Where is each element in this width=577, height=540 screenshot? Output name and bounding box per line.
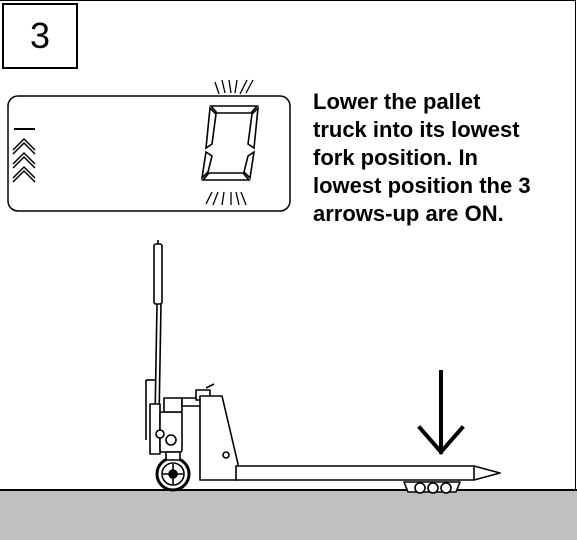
steering-wheel	[155, 451, 191, 492]
down-arrow-icon	[417, 370, 465, 456]
chassis-bolt	[222, 451, 230, 459]
step-number: 3	[29, 15, 51, 56]
lcd-display	[7, 79, 291, 212]
arrows-up-indicator	[12, 137, 36, 183]
lcd-display-frame	[7, 95, 291, 212]
blink-rays-bottom	[205, 191, 247, 206]
truck-fork	[235, 465, 501, 481]
floor	[0, 489, 577, 540]
arrow-up-icon-2	[12, 151, 36, 169]
pallet-truck	[145, 240, 501, 494]
lcd-digit-zero	[200, 105, 260, 181]
truck-handle	[145, 240, 163, 440]
arrow-up-icon-3	[12, 165, 36, 183]
instruction-text: Lower the pallet truck into its lowest f…	[313, 89, 531, 226]
truck-chassis	[199, 395, 239, 481]
truck-pump	[149, 383, 215, 455]
step-number-box: 3	[2, 3, 78, 69]
blink-rays-top	[214, 79, 254, 95]
arrow-up-icon-1	[12, 137, 36, 155]
fork-rollers	[403, 481, 461, 494]
